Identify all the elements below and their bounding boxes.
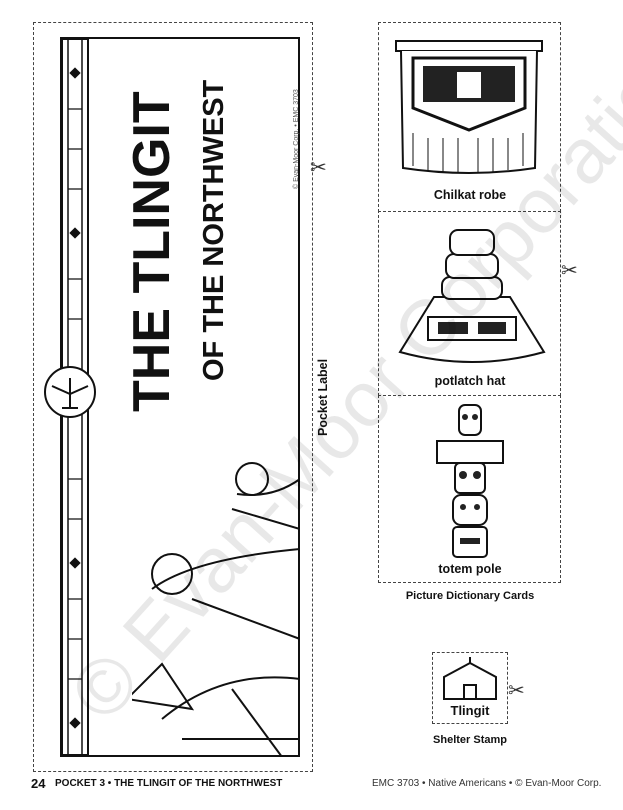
pocket-label-subtitle: OF THE NORTHWEST bbox=[198, 79, 230, 381]
scissors-icon: ✂ bbox=[561, 260, 578, 282]
card-totem-pole bbox=[378, 395, 561, 583]
footer-credit: EMC 3703 • Native Americans • © Evan-Moo… bbox=[372, 778, 602, 789]
pocket-label-frame: THE TLINGIT OF THE NORTHWEST © Evan-Moor… bbox=[44, 37, 300, 757]
pocket-label-caption: Pocket Label bbox=[316, 358, 330, 436]
potlatch-hat-illustration bbox=[398, 229, 546, 363]
pocket-label-cut-line bbox=[33, 22, 313, 772]
shelter-stamp-cut-line bbox=[432, 652, 508, 724]
page-number: 24 bbox=[31, 776, 46, 791]
footer-section-title: POCKET 3 • THE TLINGIT OF THE NORTHWEST bbox=[55, 778, 283, 789]
pocket-label-copyright: © Evan-Moor Corp. • EMC 3703 bbox=[293, 89, 300, 189]
card-label-totem-pole: totem pole bbox=[438, 562, 502, 576]
shelter-stamp-word: Tlingit bbox=[450, 703, 490, 718]
card-label-chilkat-robe: Chilkat robe bbox=[433, 188, 507, 202]
eagle-crest-medallion bbox=[44, 366, 96, 418]
card-potlatch-hat bbox=[378, 210, 561, 396]
tlingit-people-illustration bbox=[132, 462, 300, 757]
scissors-icon: ✂ bbox=[310, 157, 327, 179]
card-label-potlatch-hat: potlatch hat bbox=[434, 374, 506, 388]
card-chilkat-robe bbox=[378, 22, 561, 212]
totem-pole-illustration bbox=[436, 404, 504, 558]
chilkat-robe-illustration bbox=[395, 40, 543, 174]
scissors-icon: ✂ bbox=[508, 680, 525, 702]
plank-house-icon bbox=[443, 657, 497, 700]
shelter-stamp-caption: Shelter Stamp bbox=[433, 734, 507, 746]
picture-dictionary-caption: Picture Dictionary Cards bbox=[405, 590, 535, 602]
pocket-label-title: THE TLINGIT bbox=[123, 91, 181, 412]
